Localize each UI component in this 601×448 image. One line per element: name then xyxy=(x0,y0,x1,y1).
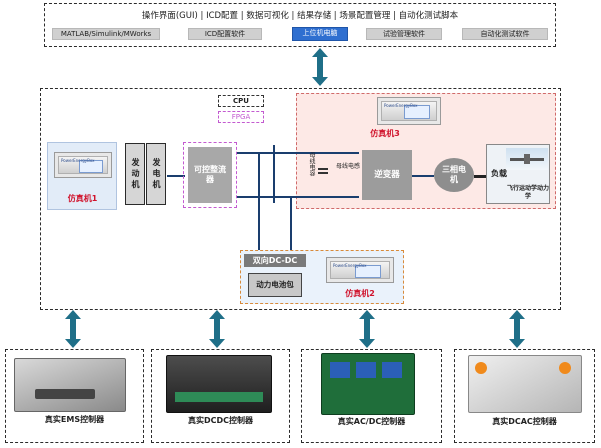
module-host-computer[interactable]: 上位机电脑 xyxy=(292,27,348,41)
fpga-label: FPGA xyxy=(218,111,264,123)
dcac-controller-label: 真实DCAC控制器 xyxy=(492,417,557,426)
module-automation[interactable]: 自动化测试软件 xyxy=(462,28,548,40)
motor-shaft xyxy=(474,175,486,178)
link-arrow-ems xyxy=(65,310,81,348)
aircraft-image xyxy=(506,148,548,170)
dcdc-controller-image xyxy=(166,355,272,413)
link-arrow-dcac xyxy=(509,310,525,348)
cpu-label: CPU xyxy=(218,95,264,107)
generator-block: 发电机 xyxy=(146,143,166,205)
dcdc-controller-label: 真实DCDC控制器 xyxy=(187,416,254,425)
controller-dcac xyxy=(454,349,595,443)
simulation-system-panel xyxy=(40,88,561,310)
bus-tap-3 xyxy=(290,196,292,250)
bus-inductor-label: 母线电感 xyxy=(336,163,361,170)
host-function-title: 操作界面(GUI) | ICD配置 | 数据可视化 | 结果存储 | 场景配置管… xyxy=(141,11,459,21)
module-test-management[interactable]: 试验管理软件 xyxy=(366,28,442,40)
simulator-3-image: PowerEnergyBox xyxy=(377,97,441,125)
rectifier-fpga-frame xyxy=(183,142,237,208)
simulator-2-image: PowerEnergyBox xyxy=(326,257,394,283)
acdc-controller-image xyxy=(321,353,415,415)
load-label: 负载 xyxy=(491,169,507,178)
motor-block: 三相电机 xyxy=(434,158,474,192)
dcac-controller-image xyxy=(468,355,582,413)
capacitor-icon xyxy=(318,168,328,170)
ac-wire-1 xyxy=(167,175,185,177)
module-icd-config[interactable]: ICD配置软件 xyxy=(188,28,262,40)
ems-controller-image xyxy=(14,358,126,412)
bus-tap-1 xyxy=(273,145,275,203)
filter-capacitor-label: 母线电容 xyxy=(308,152,315,176)
controller-dcdc xyxy=(151,349,290,443)
simulator-3-label: 仿真机3 xyxy=(370,129,400,138)
link-arrow-top xyxy=(312,48,328,86)
inverter-motor-wire xyxy=(412,175,434,177)
dc-bus-top xyxy=(237,152,359,154)
rectifier-block: 可控整流器 xyxy=(188,147,232,203)
host-computer-panel xyxy=(44,3,556,47)
controller-acdc xyxy=(301,349,442,443)
link-arrow-dcdc xyxy=(209,310,225,348)
dc-bus-bottom xyxy=(237,196,359,198)
simulator-1-label: 仿真机1 xyxy=(67,194,98,203)
flight-dynamics-label: 飞行运动学动力学 xyxy=(506,185,549,200)
battery-block: 动力电池包 xyxy=(248,273,302,297)
inverter-block: 逆变器 xyxy=(362,150,412,200)
dcdc-block: 双向DC-DC xyxy=(244,254,306,267)
simulator-2-label: 仿真机2 xyxy=(345,289,375,298)
ems-controller-label: 真实EMS控制器 xyxy=(44,415,105,424)
engine-block: 发动机 xyxy=(125,143,145,205)
controller-ems xyxy=(5,349,144,443)
simulator-1-image: PowerEnergyBox xyxy=(54,152,112,178)
bus-tap-2 xyxy=(258,152,260,250)
module-matlab[interactable]: MATLAB/Simulink/MWorks xyxy=(52,28,160,40)
link-arrow-acdc xyxy=(359,310,375,348)
acdc-controller-label: 真实AC/DC控制器 xyxy=(337,417,406,426)
